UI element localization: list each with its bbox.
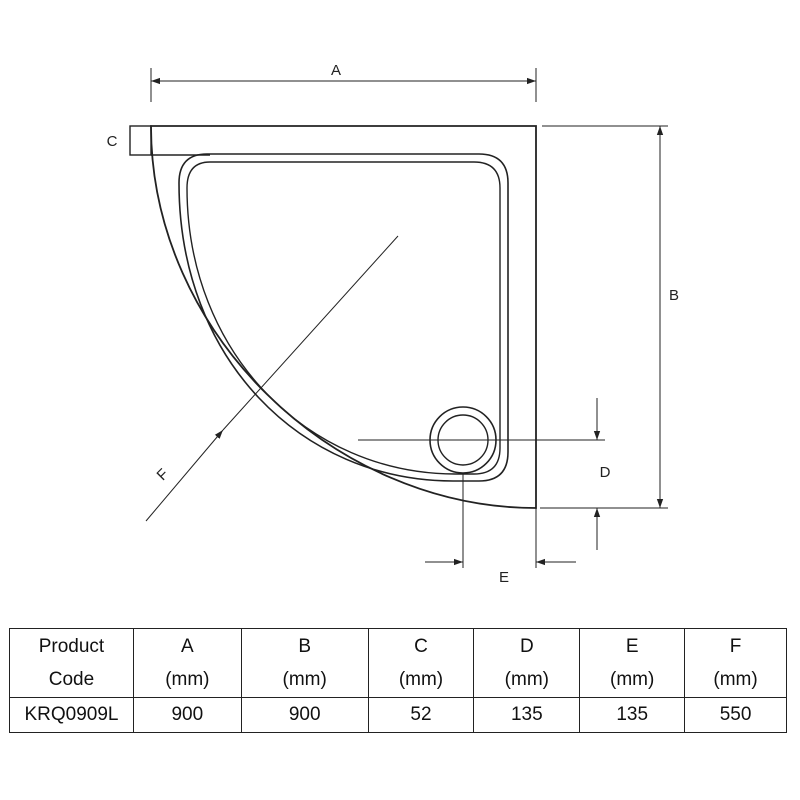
dim-label-d: D — [600, 464, 611, 481]
dim-label-b: B — [669, 287, 679, 304]
cell-b: 900 — [240, 697, 369, 733]
tray-outer-outline — [150, 125, 537, 509]
dim-label-c: C — [107, 133, 118, 150]
lip-box — [129, 125, 152, 156]
tray-basin-outer-outline — [178, 153, 509, 482]
dim-f-line-inner — [222, 235, 399, 431]
dim-label-a: A — [331, 62, 341, 79]
cell-e: 135 — [579, 697, 686, 733]
cell-d: 135 — [473, 697, 581, 733]
header-e: E(mm) — [579, 628, 686, 698]
cell-product-code: KRQ0909L — [9, 697, 134, 733]
cell-f: 550 — [684, 697, 787, 733]
header-c: C(mm) — [367, 628, 475, 698]
header-b: B(mm) — [240, 628, 369, 698]
table-row: KRQ0909L 900 900 52 135 135 550 — [9, 697, 787, 733]
cell-a: 900 — [132, 697, 242, 733]
tray-basin-inner-outline — [186, 161, 501, 475]
header-a: A(mm) — [132, 628, 242, 698]
dim-label-f: F — [154, 466, 173, 485]
header-d: D(mm) — [473, 628, 581, 698]
shower-tray-technical-drawing: A B C D E F — [107, 62, 679, 586]
header-f: F(mm) — [684, 628, 787, 698]
cell-c: 52 — [367, 697, 475, 733]
dim-label-e: E — [499, 569, 509, 586]
dim-f-arrow — [145, 429, 224, 522]
